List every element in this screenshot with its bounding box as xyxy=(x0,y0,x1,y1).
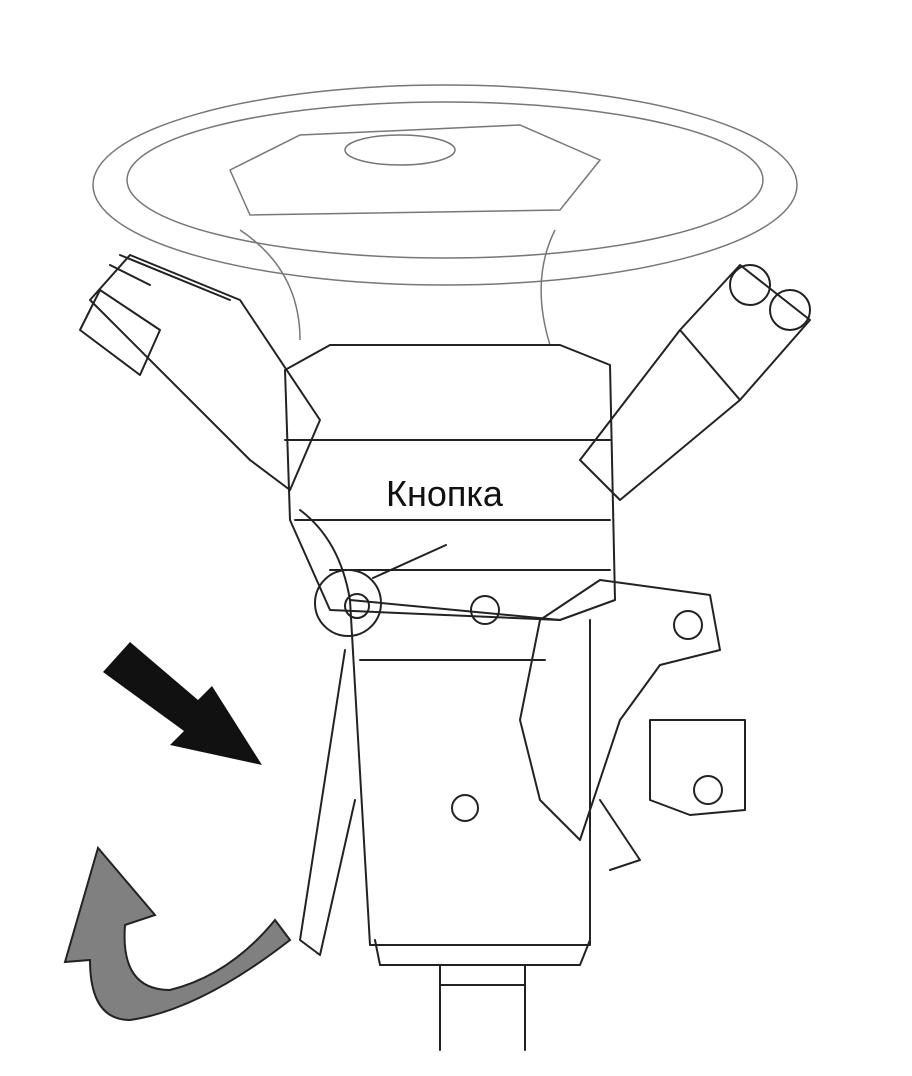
right-stalk xyxy=(579,264,811,501)
push-direction-arrow-icon xyxy=(103,642,262,765)
button-highlight-circle xyxy=(314,569,382,637)
mounting-brackets xyxy=(519,579,746,871)
rotate-arrow-icon xyxy=(63,845,292,1022)
callout-leader-line xyxy=(372,544,447,579)
button-callout xyxy=(314,544,447,637)
column-shroud xyxy=(284,344,616,1051)
left-stalk xyxy=(79,254,321,491)
button-label: Кнопка xyxy=(386,473,503,514)
steering-wheel xyxy=(92,84,798,346)
